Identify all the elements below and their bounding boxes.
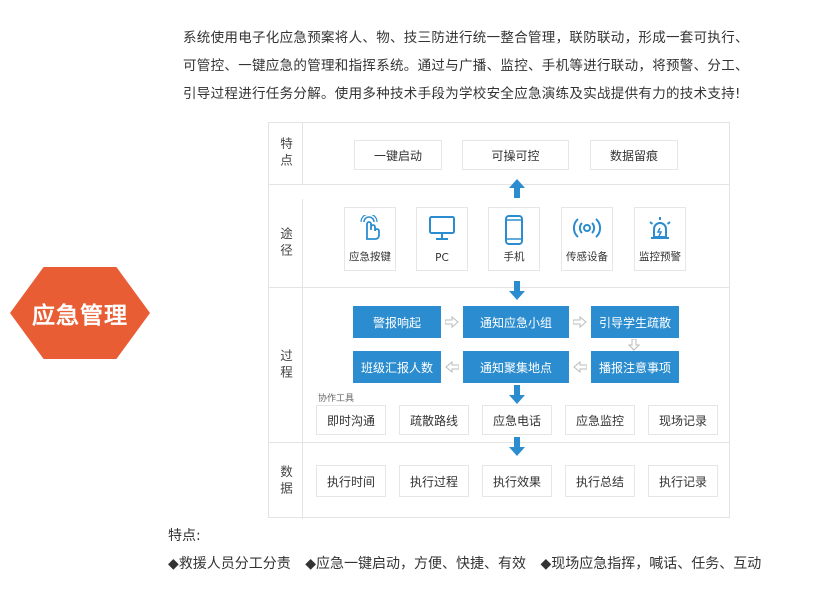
feature-one-click-start: 一键启动 xyxy=(354,140,442,170)
tool-emergency-phone: 应急电话 xyxy=(482,405,552,435)
tools-label: 协作工具 xyxy=(318,394,355,404)
arrow-left-icon xyxy=(573,361,587,373)
features-title: 特点: xyxy=(168,528,201,544)
arrow-up-icon xyxy=(509,179,525,198)
row-features: 特点 一键启动 可操可控 数据留痕 xyxy=(269,123,729,185)
channel-sensor: 传感设备 xyxy=(561,207,613,271)
row-label-channels: 途径 xyxy=(269,199,303,287)
intro-line-2: 可管控、一键应急的管理和指挥系统。通过与广播、监控、手机等进行联动，将预警、分工… xyxy=(183,58,749,74)
step-notify-emergency-team: 通知应急小组 xyxy=(463,306,569,338)
feature-item: ◆救援人员分工分责 xyxy=(168,556,291,572)
data-exec-time: 执行时间 xyxy=(316,465,386,497)
intro-text: 系统使用电子化应急预案将人、物、技三防进行统一整合管理，联防联动，形成一套可执行… xyxy=(183,24,823,108)
feature-item: ◆应急一键启动，方便、快捷、有效 xyxy=(305,556,527,572)
data-exec-process: 执行过程 xyxy=(399,465,469,497)
step-alarm-sounds: 警报响起 xyxy=(353,306,441,338)
row-process: 过程 警报响起 通知应急小组 引导学生疏散 班级汇报人数 通知聚集地点 播报注意… xyxy=(269,288,729,443)
arrow-down-icon xyxy=(509,281,525,300)
data-exec-record: 执行记录 xyxy=(648,465,718,497)
channel-label: 应急按键 xyxy=(349,251,391,263)
row-channels: 途径 应急按键 PC 手机 xyxy=(269,199,729,288)
arrow-down-icon xyxy=(509,437,525,456)
channel-label: PC xyxy=(435,252,449,264)
feature-item: ◆现场应急指挥，喊话、任务、互动 xyxy=(540,556,762,572)
sensor-icon xyxy=(573,218,601,238)
channel-label: 手机 xyxy=(503,251,525,263)
feature-controllable: 可操可控 xyxy=(462,140,569,170)
step-broadcast-notices: 播报注意事项 xyxy=(591,351,679,383)
intro-line-3: 引导过程进行任务分解。使用多种技术手段为学校安全应急演练及实战提供有力的技术支持… xyxy=(183,86,741,102)
step-class-headcount: 班级汇报人数 xyxy=(353,351,441,383)
data-exec-summary: 执行总结 xyxy=(565,465,635,497)
channel-monitor-alarm: 监控预警 xyxy=(634,207,686,271)
step-notify-assembly-point: 通知聚集地点 xyxy=(463,351,569,383)
tool-emergency-monitor: 应急监控 xyxy=(565,405,635,435)
channel-label: 传感设备 xyxy=(566,251,608,263)
row-data: 数据 执行时间 执行过程 执行效果 执行总结 执行记录 xyxy=(269,443,729,519)
phone-icon xyxy=(505,215,523,245)
alarm-light-icon xyxy=(649,217,671,239)
arrow-down-icon xyxy=(628,339,640,351)
arrow-right-icon xyxy=(573,316,587,328)
channel-label: 监控预警 xyxy=(639,251,681,263)
step-guide-evacuation: 引导学生疏散 xyxy=(591,306,679,338)
row-label-data: 数据 xyxy=(269,443,303,519)
monitor-icon xyxy=(429,216,455,240)
arrow-right-icon xyxy=(445,316,459,328)
tool-instant-chat: 即时沟通 xyxy=(316,405,386,435)
intro-line-1: 系统使用电子化应急预案将人、物、技三防进行统一整合管理，联防联动，形成一套可执行… xyxy=(183,30,749,46)
emergency-management-badge: 应急管理 xyxy=(10,267,150,359)
channel-phone: 手机 xyxy=(488,207,540,271)
channel-emergency-button: 应急按键 xyxy=(344,207,396,271)
arrow-left-icon xyxy=(445,361,459,373)
features-list: ◆救援人员分工分责 ◆应急一键启动，方便、快捷、有效 ◆现场应急指挥，喊话、任务… xyxy=(168,553,771,573)
hand-press-icon xyxy=(360,215,380,240)
data-exec-effect: 执行效果 xyxy=(482,465,552,497)
feature-data-trace: 数据留痕 xyxy=(590,140,678,170)
row-label-features: 特点 xyxy=(269,123,303,184)
row-label-process: 过程 xyxy=(269,288,303,442)
channel-pc: PC xyxy=(416,207,468,271)
tool-site-record: 现场记录 xyxy=(648,405,718,435)
emergency-diagram: 特点 一键启动 可操可控 数据留痕 途径 应急按键 PC xyxy=(268,122,730,519)
tool-evacuation-route: 疏散路线 xyxy=(399,405,469,435)
arrow-down-icon xyxy=(509,385,525,404)
badge-label: 应急管理 xyxy=(32,303,128,329)
